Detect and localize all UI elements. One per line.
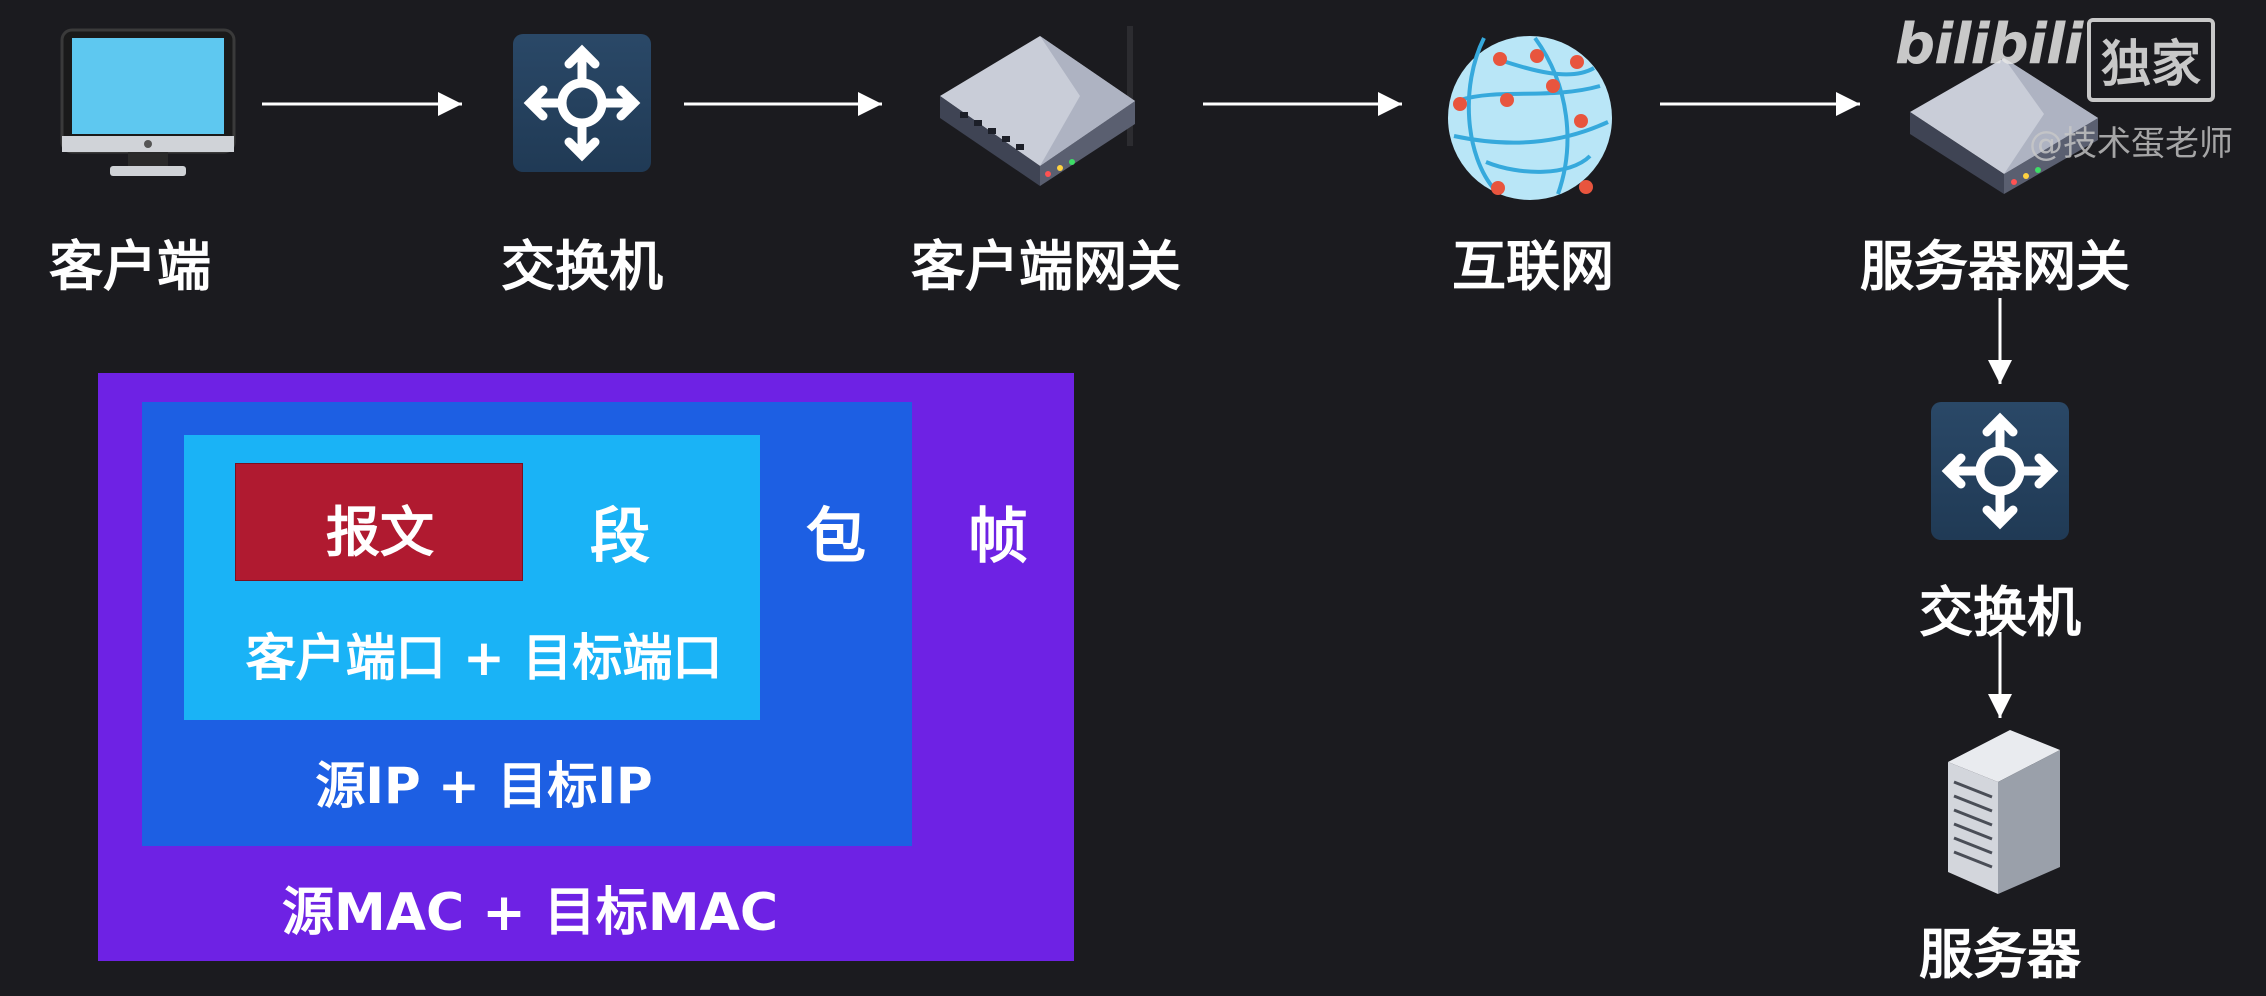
segment-label: 段 xyxy=(590,502,650,572)
label-server: 服务器 xyxy=(1919,923,2081,986)
packet-label: 包 xyxy=(806,502,866,572)
watermark-badge: 独家 xyxy=(2087,18,2215,102)
message-box xyxy=(235,463,523,581)
label-switch-2: 交换机 xyxy=(1919,581,2081,644)
server-node xyxy=(1940,722,2065,897)
watermark-author: @技术蛋老师 xyxy=(2029,124,2233,164)
client-gateway-node xyxy=(930,26,1145,191)
switch-icon xyxy=(1941,412,2059,530)
globe-icon xyxy=(1448,36,1612,200)
server-icon xyxy=(1948,730,2060,894)
client-node xyxy=(58,26,238,182)
macs-label: 源MAC + 目标MAC xyxy=(281,883,779,943)
switch-icon xyxy=(523,44,641,162)
label-client-gateway: 客户端网关 xyxy=(911,235,1181,298)
message-label: 报文 xyxy=(326,501,434,564)
server-gateway-node xyxy=(1904,50,2104,200)
watermark: bilibili 独家 @技术蛋老师 xyxy=(1895,6,2255,164)
ports-label: 客户端口 + 目标端口 xyxy=(245,629,723,687)
monitor-icon xyxy=(60,28,236,176)
ips-label: 源IP + 目标IP xyxy=(315,757,653,815)
label-internet: 互联网 xyxy=(1452,235,1614,298)
gateway-icon xyxy=(1910,58,2098,194)
label-server-gateway: 服务器网关 xyxy=(1860,235,2130,298)
label-switch-1: 交换机 xyxy=(501,235,663,298)
frame-label: 帧 xyxy=(968,502,1028,572)
watermark-brand: bilibili xyxy=(1895,12,2083,77)
label-client: 客户端 xyxy=(49,235,211,298)
internet-node xyxy=(1440,26,1620,204)
gateway-icon xyxy=(940,26,1135,186)
switch-node-1 xyxy=(513,34,651,172)
switch-node-2 xyxy=(1931,402,2069,540)
